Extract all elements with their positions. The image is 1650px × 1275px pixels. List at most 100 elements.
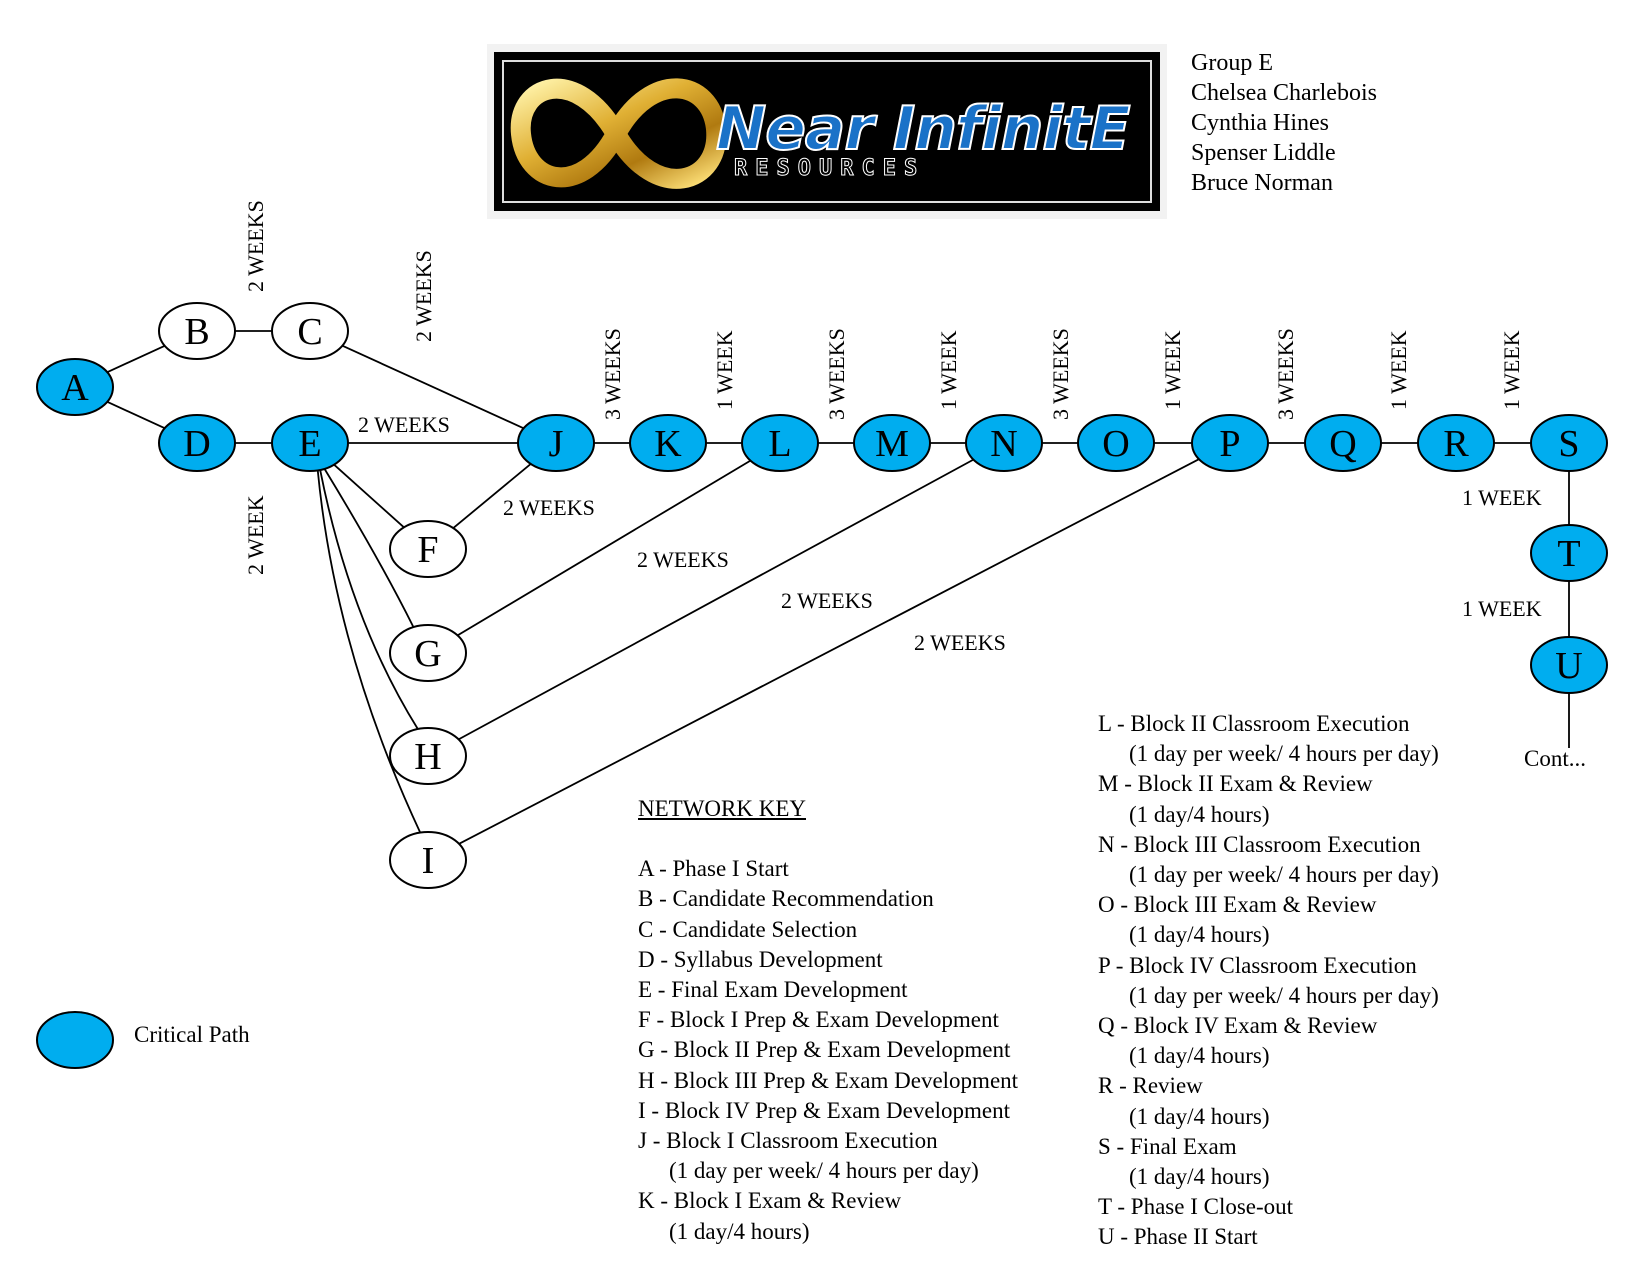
node-shape (1530, 636, 1608, 694)
key-entry-detail: (1 day/4 hours) (1129, 922, 1270, 948)
member-name: Chelsea Charlebois (1191, 80, 1377, 106)
node-g: G (389, 624, 467, 682)
edge-e-g (323, 468, 415, 628)
node-h: H (389, 727, 467, 785)
group-name: Group E (1191, 50, 1273, 76)
key-entry: R - Review (1098, 1073, 1203, 1099)
node-k: K (629, 414, 707, 472)
key-entry-detail: (1 day per week/ 4 hours per day) (1129, 741, 1439, 767)
member-name: Cynthia Hines (1191, 110, 1329, 136)
node-label: M (875, 423, 909, 465)
key-entry: O - Block III Exam & Review (1098, 892, 1377, 918)
key-entry: B - Candidate Recommendation (638, 886, 934, 912)
key-entry-detail: (1 day/4 hours) (1129, 1043, 1270, 1069)
company-logo: Near InfinitE RESOURCES (487, 44, 1167, 219)
edge-label: 2 WEEK (243, 495, 268, 575)
node-label: N (990, 423, 1017, 465)
key-entry: K - Block I Exam & Review (638, 1188, 902, 1214)
node-label: K (654, 423, 682, 465)
key-entry: N - Block III Classroom Execution (1098, 831, 1421, 857)
member-name: Spenser Liddle (1191, 140, 1336, 166)
node-d: D (158, 414, 236, 472)
node-o: O (1077, 414, 1155, 472)
edge-label: 1 WEEK (936, 330, 961, 410)
key-entry-detail: (1 day/4 hours) (1129, 1164, 1270, 1190)
node-e: E (271, 414, 349, 472)
edges (106, 330, 1570, 845)
key-entry: I - Block IV Prep & Exam Development (638, 1097, 1010, 1123)
key-entry: A - Phase I Start (638, 856, 789, 882)
key-entry: T - Phase I Close-out (1098, 1194, 1294, 1220)
node-label: D (183, 423, 210, 465)
edge-g-l (457, 459, 751, 637)
node-t: T (1530, 524, 1608, 582)
node-i: I (389, 831, 467, 889)
node-label: U (1555, 645, 1582, 687)
key-entry-detail: (1 day per week/ 4 hours per day) (1129, 862, 1439, 888)
node-shape (1077, 414, 1155, 472)
edge-label: 3 WEEKS (824, 328, 849, 420)
node-label: O (1102, 423, 1129, 465)
network-key-title: NETWORK KEY (638, 796, 806, 821)
node-label: S (1558, 423, 1579, 465)
edge-label: 1 WEEK (1462, 485, 1542, 510)
edge-label: 2 WEEKS (243, 200, 268, 292)
node-l: L (741, 414, 819, 472)
key-entry: H - Block III Prep & Exam Development (638, 1067, 1019, 1093)
network-key-column-1: NETWORK KEY A - Phase I Start B - Candida… (638, 794, 1018, 1247)
node-shape (389, 520, 467, 578)
node-shape (271, 414, 349, 472)
member-name: Bruce Norman (1191, 170, 1333, 196)
edge-label: 1 WEEK (712, 330, 737, 410)
node-shape (853, 414, 931, 472)
key-entry: M - Block II Exam & Review (1098, 771, 1373, 797)
node-label: C (297, 311, 322, 353)
node-shape (389, 727, 467, 785)
node-shape (1530, 524, 1608, 582)
node-label: G (414, 633, 441, 675)
node-shape (1417, 414, 1495, 472)
key-entry: J - Block I Classroom Execution (638, 1128, 938, 1154)
node-shape (389, 624, 467, 682)
node-shape (271, 302, 349, 360)
edge-a-d (106, 400, 166, 430)
edge-h-n (458, 458, 974, 741)
edge-label: 3 WEEKS (600, 328, 625, 420)
node-label: F (417, 529, 438, 571)
infinity-icon (510, 78, 727, 189)
legend-label: Critical Path (134, 1022, 250, 1047)
node-label: B (184, 311, 209, 353)
edge-label: 2 WEEKS (358, 412, 450, 437)
edge-label: 1 WEEK (1386, 330, 1411, 410)
key-entry: P - Block IV Classroom Execution (1098, 952, 1417, 978)
node-s: S (1530, 414, 1608, 472)
key-entry: D - Syllabus Development (638, 946, 883, 972)
key-entry-detail: (1 day/4 hours) (669, 1218, 810, 1244)
key-entry-detail: (1 day/4 hours) (1129, 1103, 1270, 1129)
node-u: U (1530, 636, 1608, 694)
edge-label: 2 WEEKS (411, 250, 436, 342)
logo-subtitle: RESOURCES (733, 156, 926, 182)
key-entry: G - Block II Prep & Exam Development (638, 1037, 1011, 1063)
edge-label: 2 WEEKS (781, 588, 873, 613)
node-label: R (1443, 423, 1469, 465)
node-label: Q (1329, 423, 1356, 465)
critical-path-swatch (36, 1011, 114, 1069)
node-label: L (768, 423, 791, 465)
key-entry-detail: (1 day per week/ 4 hours per day) (669, 1158, 979, 1184)
node-label: A (61, 367, 89, 409)
node-shape (1530, 414, 1608, 472)
node-p: P (1191, 414, 1269, 472)
edge-label: 2 WEEKS (914, 630, 1006, 655)
edge-label: 1 WEEK (1462, 596, 1542, 621)
node-label: H (414, 736, 441, 778)
edge-e-h (319, 469, 419, 730)
node-shape (741, 414, 819, 472)
node-shape (1191, 414, 1269, 472)
key-entry: U - Phase II Start (1098, 1224, 1258, 1250)
node-shape (158, 414, 236, 472)
key-entry: E - Final Exam Development (638, 977, 908, 1003)
node-n: N (965, 414, 1043, 472)
